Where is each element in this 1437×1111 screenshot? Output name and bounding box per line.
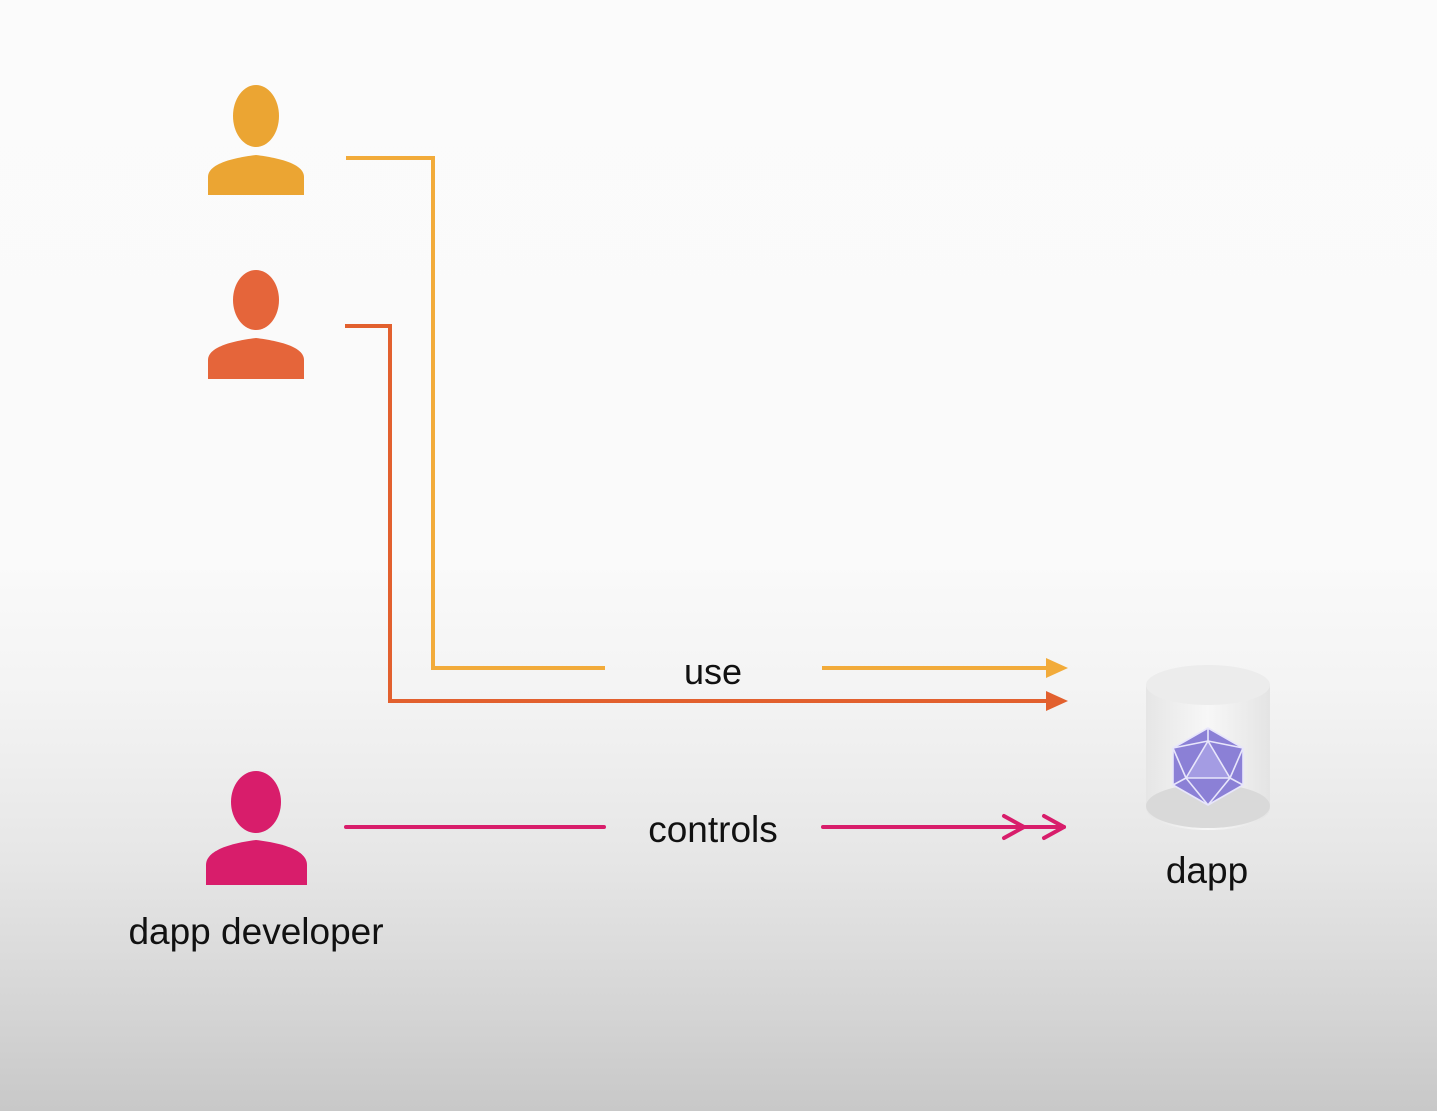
use-label: use [683,651,743,692]
user-2-icon [208,270,304,379]
use-arrowhead-2 [1046,691,1068,711]
icosahedron-icon [1172,727,1244,806]
use-connector-1 [346,156,1048,670]
dapp-label: dapp [1165,850,1249,891]
developer-label: dapp developer [128,911,384,952]
controls-connector [344,814,1066,840]
controls-label: controls [648,809,778,850]
developer-icon [206,771,307,885]
user-1-icon [208,85,304,195]
use-connector-2 [345,324,1048,703]
use-arrowhead-1 [1046,658,1068,678]
dapp-cylinder-icon [1146,665,1270,830]
